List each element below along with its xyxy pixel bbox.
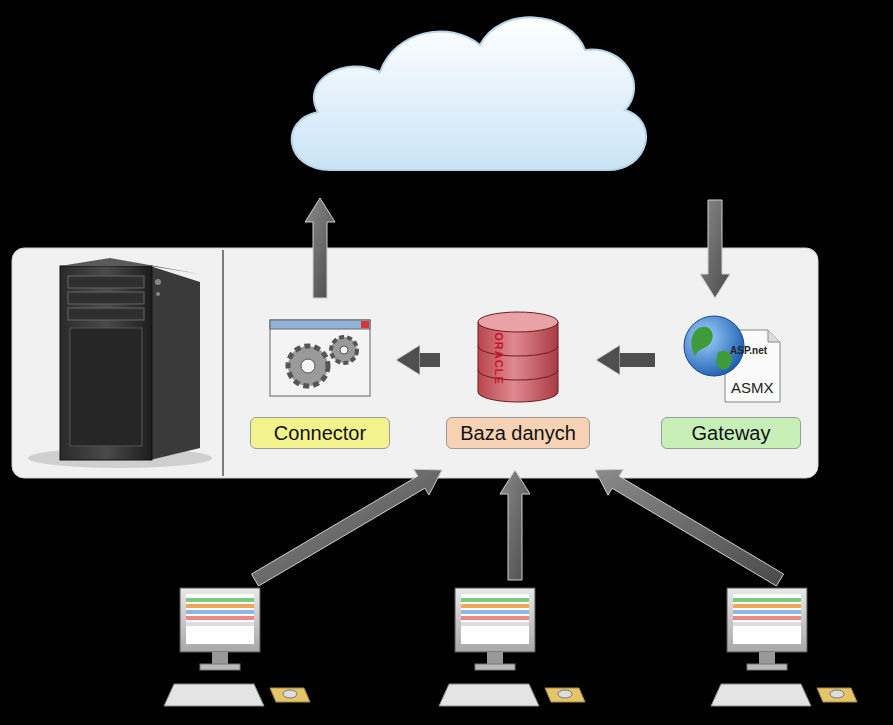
flow-arrow bbox=[416, 353, 440, 367]
connector-icon bbox=[270, 320, 370, 329]
cloud bbox=[292, 17, 646, 170]
connector-icon bbox=[331, 337, 357, 363]
database-icon bbox=[478, 346, 558, 380]
workstation bbox=[283, 690, 297, 698]
connector-icon bbox=[301, 359, 315, 373]
workstation bbox=[439, 588, 585, 706]
server-tower bbox=[68, 292, 144, 304]
database-icon bbox=[478, 312, 558, 332]
workstation bbox=[830, 690, 844, 698]
gateway-icon bbox=[768, 330, 780, 342]
flow-arrow bbox=[595, 469, 784, 586]
workstation bbox=[733, 598, 801, 602]
gateway-icon bbox=[691, 327, 732, 370]
server-tower bbox=[70, 328, 142, 446]
workstation bbox=[461, 594, 529, 644]
workstation bbox=[461, 598, 529, 602]
database-node: Baza danych bbox=[446, 312, 590, 450]
workstation bbox=[186, 616, 254, 620]
connector-icon bbox=[270, 320, 370, 396]
connector-icon bbox=[288, 346, 328, 386]
workstation bbox=[186, 594, 254, 644]
node-label: Baza danych bbox=[446, 417, 590, 449]
workstation bbox=[733, 622, 801, 626]
workstation bbox=[200, 664, 240, 670]
workstation bbox=[164, 684, 264, 706]
workstation bbox=[545, 688, 585, 702]
connector-icon bbox=[270, 320, 370, 396]
workstation bbox=[186, 598, 254, 602]
workstation bbox=[164, 588, 857, 706]
workstation bbox=[747, 664, 787, 670]
flow-arrow bbox=[616, 353, 655, 367]
workstation bbox=[455, 588, 535, 652]
workstation bbox=[180, 588, 260, 652]
database-icon bbox=[478, 312, 558, 402]
workstation bbox=[186, 610, 254, 614]
workstation bbox=[461, 604, 529, 608]
system-panel bbox=[12, 248, 818, 478]
workstation bbox=[817, 688, 857, 702]
workstation bbox=[270, 688, 310, 702]
node-label: Gateway bbox=[661, 417, 801, 449]
workstation bbox=[727, 588, 807, 652]
flow-arrow bbox=[305, 198, 335, 298]
file-type-label: ASMX bbox=[731, 380, 774, 395]
workstation bbox=[186, 604, 254, 608]
server-tower bbox=[60, 266, 152, 460]
database-icon bbox=[478, 322, 558, 402]
workstation bbox=[558, 690, 572, 698]
workstation bbox=[461, 610, 529, 614]
node-label: Connector bbox=[250, 417, 390, 449]
flow-arrow bbox=[700, 200, 730, 298]
server-tower bbox=[68, 276, 144, 288]
server-tower bbox=[60, 258, 200, 274]
flow-arrow bbox=[252, 469, 443, 586]
workstation bbox=[186, 622, 254, 626]
workstation bbox=[733, 604, 801, 608]
flow-arrow bbox=[500, 470, 530, 580]
server-tower bbox=[155, 279, 161, 285]
workstation bbox=[733, 610, 801, 614]
connector-icon bbox=[340, 346, 348, 354]
workstation bbox=[439, 684, 539, 706]
server-tower bbox=[156, 292, 160, 296]
connector-icon bbox=[361, 321, 369, 328]
gateway-icon bbox=[684, 316, 780, 402]
server-tower bbox=[68, 308, 144, 320]
system-panel bbox=[12, 248, 818, 478]
flow-arrow bbox=[252, 198, 784, 586]
workstation bbox=[164, 588, 310, 706]
workstation bbox=[733, 594, 801, 644]
connector-node: Connector bbox=[250, 312, 390, 450]
workstation bbox=[461, 616, 529, 620]
cloud bbox=[292, 17, 646, 170]
server-tower bbox=[28, 258, 212, 468]
server-tower bbox=[150, 266, 200, 460]
workstation bbox=[711, 684, 811, 706]
workstation bbox=[711, 588, 857, 706]
workstation bbox=[461, 622, 529, 626]
logo-text: ASP.net bbox=[730, 346, 767, 356]
workstation bbox=[475, 664, 515, 670]
system-panel bbox=[222, 250, 224, 476]
workstation bbox=[733, 616, 801, 620]
logo-text: ORACLE bbox=[493, 332, 504, 384]
